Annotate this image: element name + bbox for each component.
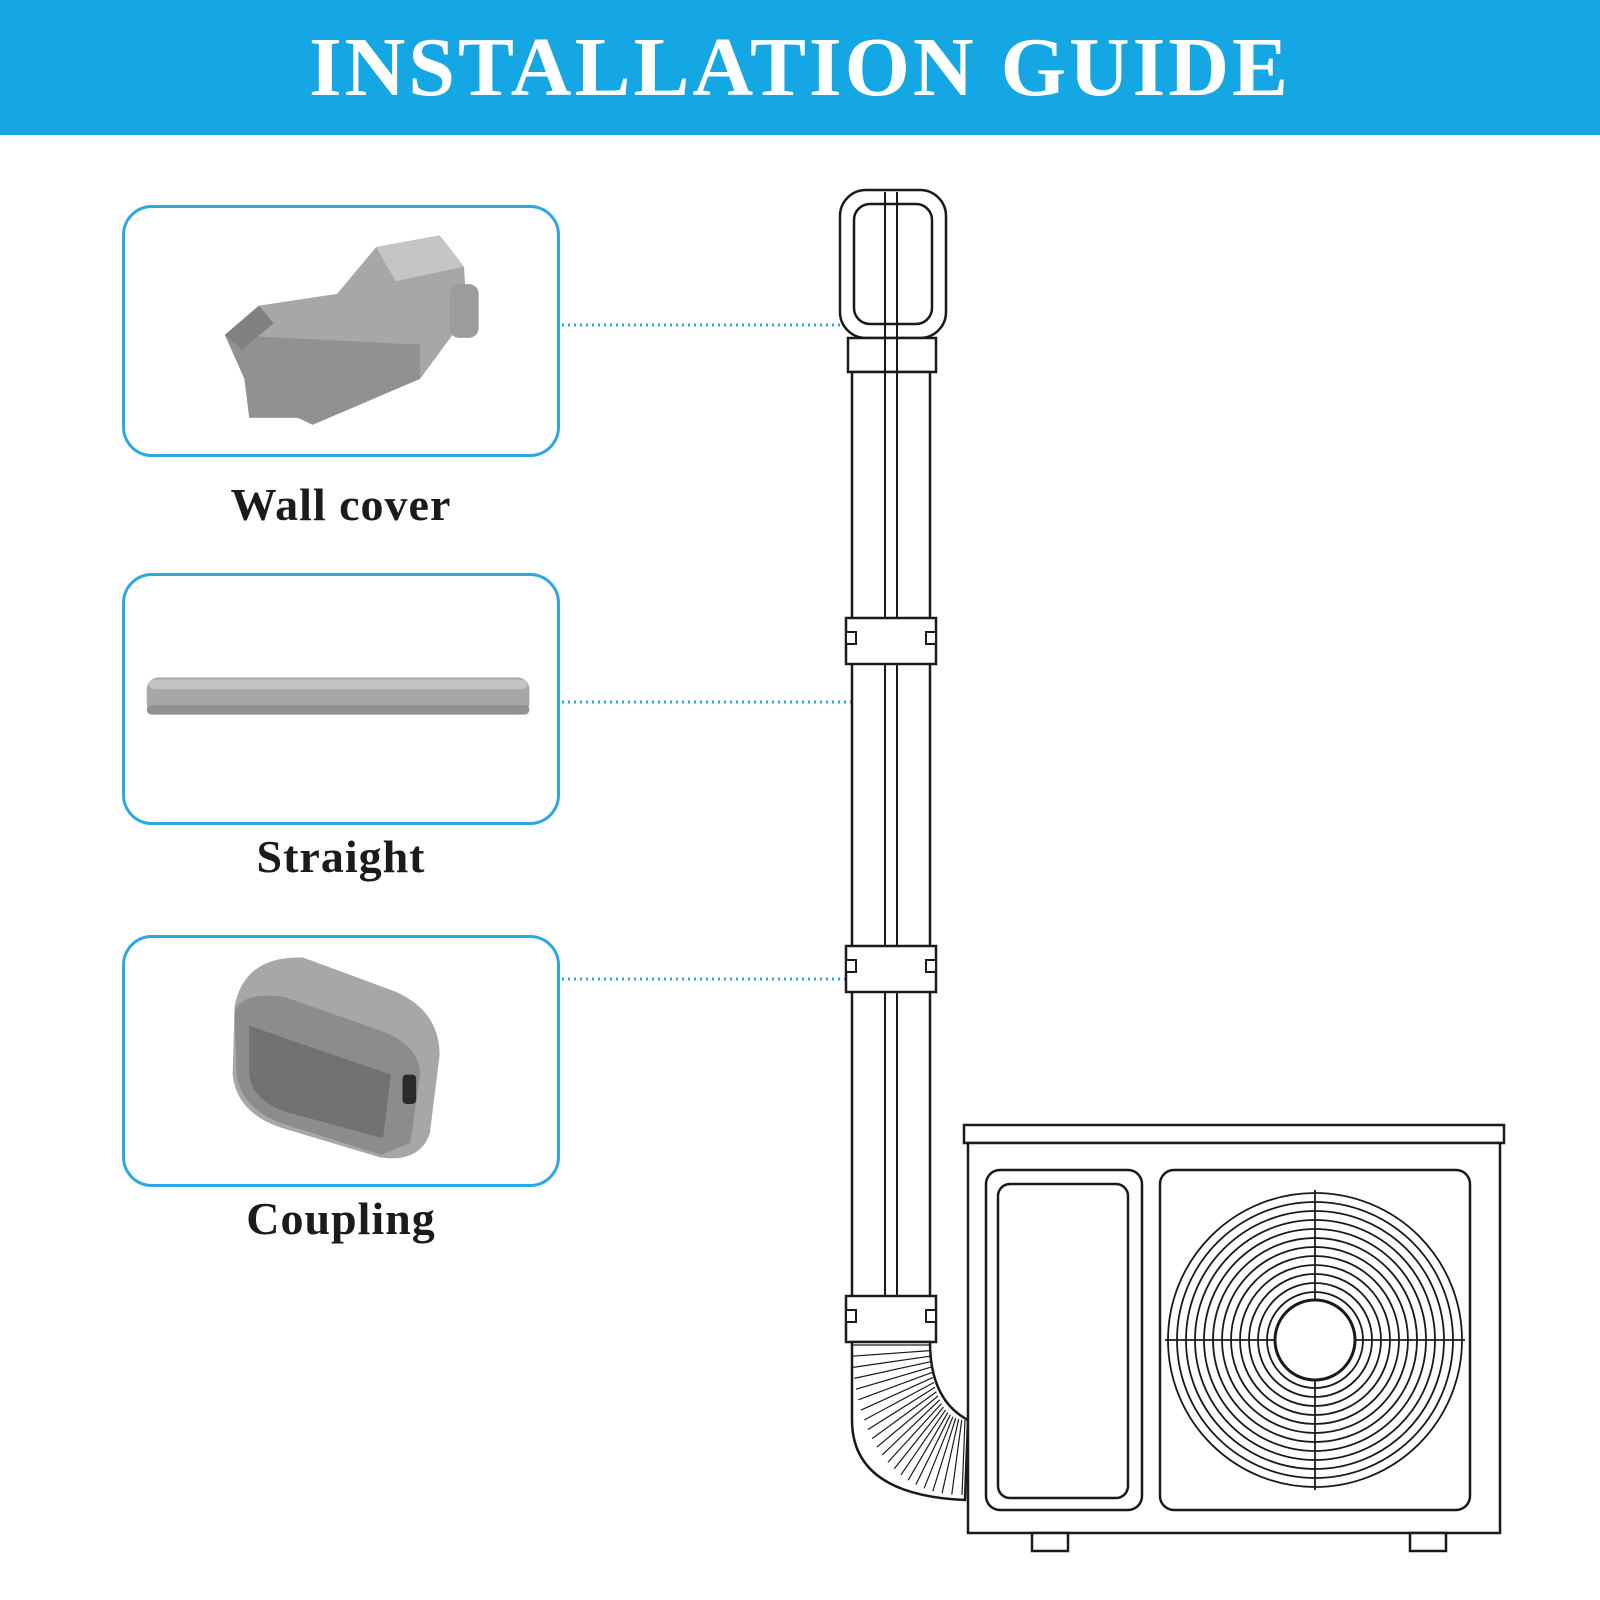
elbow-rib	[887, 1403, 942, 1463]
elbow-rib	[932, 1417, 957, 1492]
header-banner: INSTALLATION GUIDE	[0, 0, 1600, 135]
unit-top-lid	[962, 1123, 1506, 1145]
elbow-rib	[867, 1386, 936, 1431]
outdoor-ac-unit	[962, 1123, 1506, 1553]
elbow-rib	[863, 1381, 935, 1421]
leader-lines	[562, 323, 852, 981]
elbow-rib	[852, 1350, 931, 1357]
elbow-rib	[881, 1399, 941, 1456]
elbow-rib	[951, 1419, 963, 1495]
wall-cover-inner	[852, 202, 934, 326]
elbow-rib	[900, 1409, 947, 1476]
fan-hub	[1273, 1298, 1357, 1382]
fan-grille	[1165, 1190, 1465, 1490]
straight-duct	[850, 370, 932, 1302]
card-wall-cover	[122, 205, 560, 457]
coupling-icon	[232, 957, 440, 1159]
elbow-rib	[907, 1412, 949, 1481]
part-label-coupling: Coupling	[246, 1193, 436, 1244]
unit-foot-left	[1030, 1531, 1070, 1553]
elbow-rib	[858, 1371, 933, 1401]
duct-assembly	[838, 188, 970, 1502]
elbow-rib	[941, 1419, 960, 1494]
elbow-rib	[855, 1366, 932, 1390]
part-label-straight: Straight	[256, 831, 426, 882]
elbow-rib	[915, 1414, 951, 1485]
coupling-middle	[844, 944, 938, 994]
elbow-rib	[854, 1361, 931, 1379]
coupling-upper	[844, 616, 938, 666]
page-title: INSTALLATION GUIDE	[308, 20, 1292, 114]
wall-cover-icon	[224, 235, 479, 425]
card-straight	[122, 573, 560, 825]
elbow-rib	[871, 1391, 937, 1440]
coupling-lower	[844, 1294, 938, 1344]
part-label-wall-cover: Wall cover	[230, 479, 452, 530]
card-coupling	[122, 935, 560, 1187]
unit-foot-right	[1408, 1531, 1448, 1553]
elbow-rib	[923, 1416, 954, 1489]
elbow-rib	[860, 1376, 934, 1411]
elbow-rib	[893, 1406, 944, 1470]
wall-cover-neck	[846, 336, 938, 374]
straight-duct-icon	[146, 677, 530, 715]
elbow-rib	[852, 1355, 931, 1368]
elbow-rib	[876, 1395, 939, 1448]
elbow-rib	[961, 1419, 966, 1496]
